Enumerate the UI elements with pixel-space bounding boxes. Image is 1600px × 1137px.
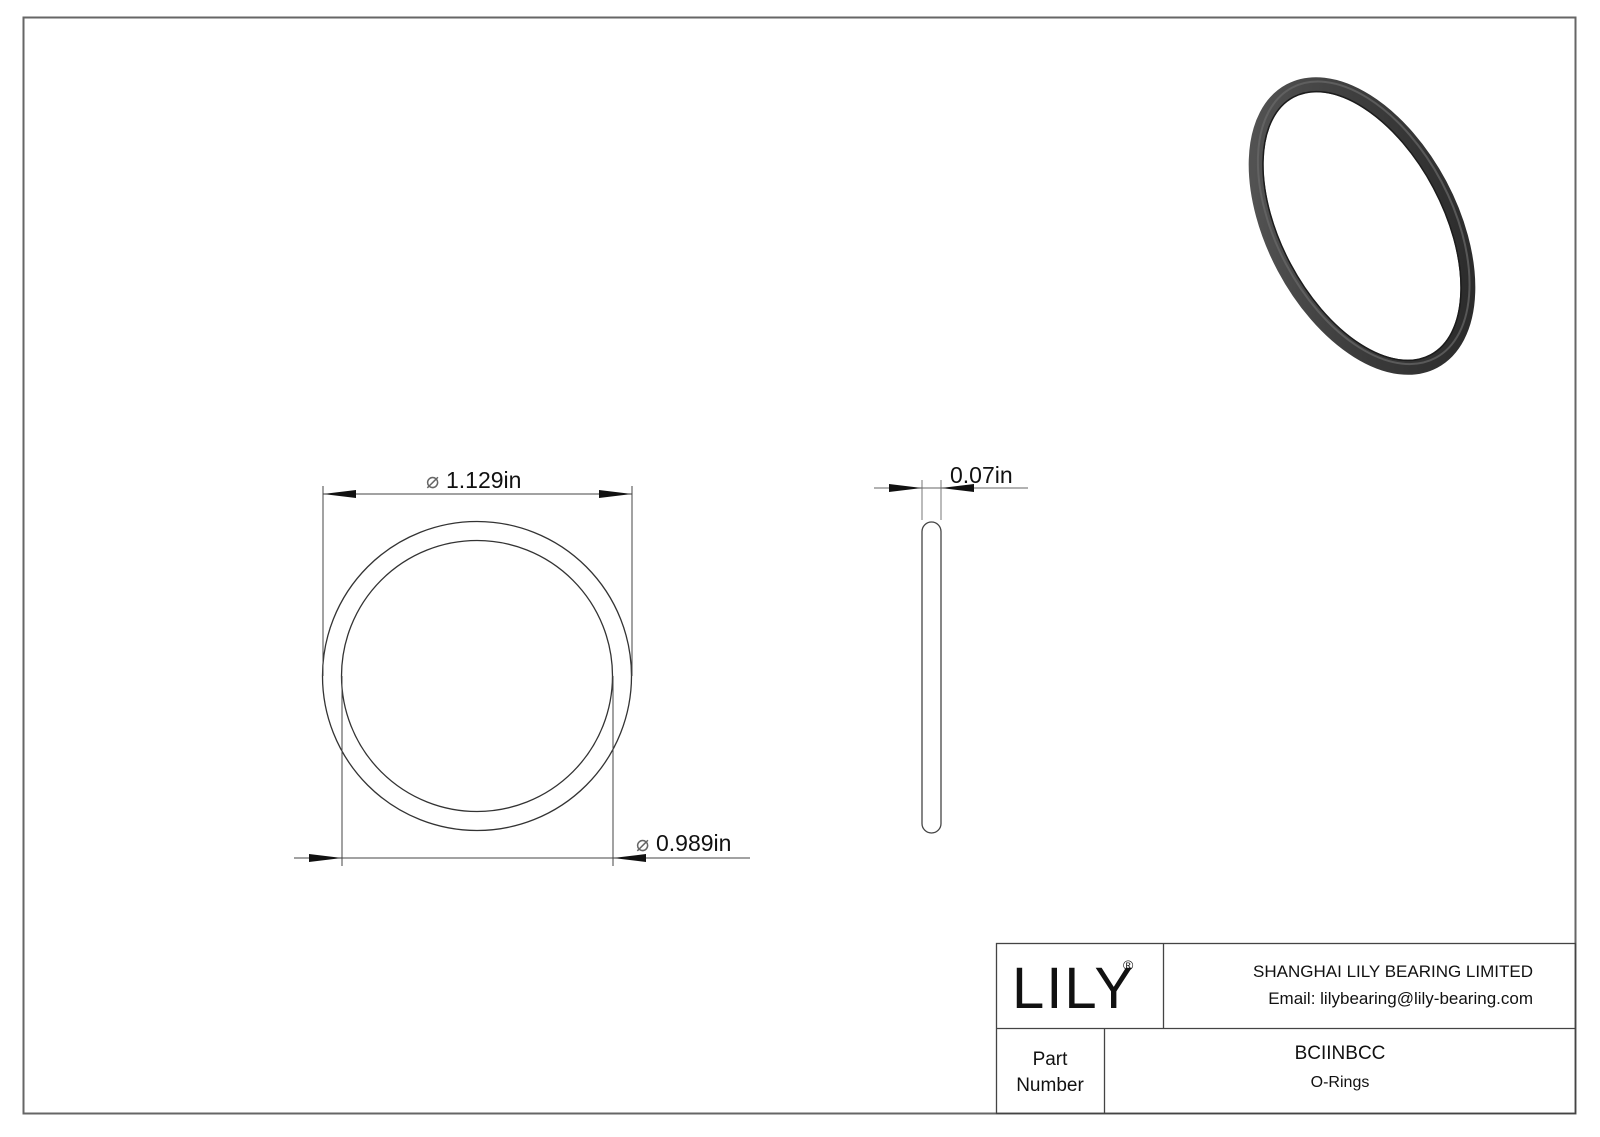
o-ring-3d-render-icon — [1248, 77, 1476, 375]
part-label: Part — [1032, 1049, 1068, 1070]
side-view: 0.07in — [874, 462, 1028, 834]
outer-diameter-label: 1.129in — [446, 467, 521, 493]
arrow-right-icon — [599, 490, 632, 498]
part-number: BCIINBCC — [1294, 1043, 1386, 1064]
registered-mark-icon: ® — [1123, 957, 1134, 973]
company-name: SHANGHAI LILY BEARING LIMITED — [1253, 962, 1533, 981]
title-block — [995, 942, 1577, 1115]
company-logo: LILY — [1012, 956, 1136, 1021]
part-type: O-Rings — [1310, 1074, 1370, 1091]
arrow-side-left-icon — [889, 484, 922, 492]
number-label: Number — [1016, 1075, 1084, 1096]
arrow-inner-left-icon — [309, 854, 342, 862]
inner-circle — [340, 539, 614, 813]
diameter-symbol-icon: ⌀ — [426, 468, 439, 493]
inner-diameter-label: 0.989in — [656, 830, 731, 856]
diameter-symbol-icon: ⌀ — [636, 831, 649, 856]
company-email: Email: lilybearing@lily-bearing.com — [1268, 989, 1533, 1008]
arrow-inner-right-icon — [613, 854, 646, 862]
arrow-side-right-icon — [941, 484, 974, 492]
cross-section-label: 0.07in — [950, 462, 1013, 488]
arrow-left-icon — [323, 490, 356, 498]
sheet-border — [22, 16, 1577, 1115]
cross-section-profile — [921, 521, 942, 834]
front-view: ⌀ 1.129in ⌀ 0.989in — [294, 467, 750, 866]
outer-circle — [321, 520, 633, 832]
